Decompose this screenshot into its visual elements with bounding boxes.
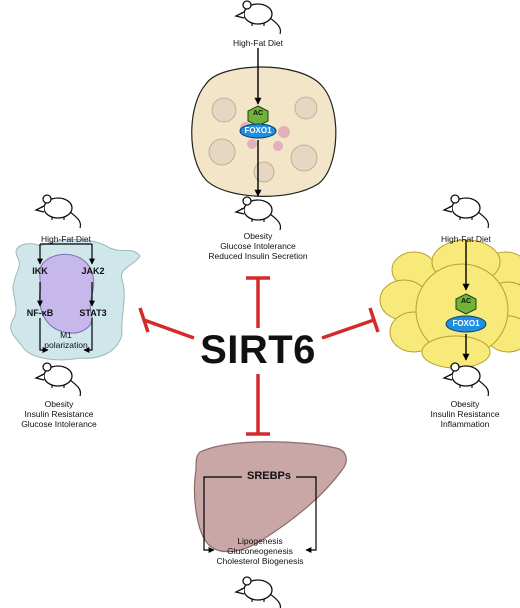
bottom-outcome-2: Gluconeogenesis	[227, 546, 293, 556]
top-outcome-2: Glucose Intolerance	[220, 241, 296, 251]
foxo1-ellipse	[239, 123, 277, 139]
right-outcome-2: Insulin Resistance	[430, 409, 500, 419]
acinar-cluster-left	[208, 96, 318, 183]
top-ac-label: AC	[252, 110, 264, 117]
foxo1-ellipse	[445, 315, 487, 333]
top-panel	[191, 0, 337, 231]
right-outcome-1: Obesity	[450, 399, 480, 409]
left-outcome-3: Glucose Intolerance	[21, 419, 97, 429]
adipocyte-cluster	[379, 239, 520, 369]
left-node-jak2: JAK2	[81, 266, 105, 276]
top-foxo1-label: FOXO1	[244, 126, 272, 135]
top-diet-label: High-Fat Diet	[232, 38, 284, 48]
mouse-icon	[235, 0, 282, 35]
right-foxo1-label: FOXO1	[452, 319, 480, 328]
bottom-panel	[193, 441, 347, 608]
left-node-stat3: STAT3	[79, 308, 107, 318]
top-outcome-1: Obesity	[243, 231, 273, 241]
liver-shape	[193, 441, 347, 553]
mouse-icon	[443, 362, 490, 397]
ac-hexagon-icon	[455, 293, 477, 315]
left-panel	[10, 194, 141, 397]
mouse-icon	[35, 362, 82, 397]
right-panel	[379, 194, 520, 397]
srebps-label: SREBPs	[246, 470, 292, 482]
mouse-icon	[35, 194, 82, 229]
mouse-icon	[443, 194, 490, 229]
left-node-ikk: IKK	[32, 266, 48, 276]
mouse-icon	[235, 576, 282, 608]
inhibition-lines	[138, 276, 380, 436]
left-node-nfkb: NF-κB	[26, 308, 54, 318]
bottom-outcome-3: Cholesterol Biogenesis	[216, 556, 304, 566]
left-polarization-label: polarization	[44, 340, 88, 350]
left-outcome-2: Insulin Resistance	[24, 409, 94, 419]
left-outcome-1: Obesity	[44, 399, 74, 409]
right-outcome-3: Inflammation	[440, 419, 490, 429]
left-m1-label: M1	[60, 330, 72, 340]
left-diet-label: High-Fat Diet	[40, 234, 92, 244]
right-ac-label: AC	[460, 298, 472, 305]
bottom-outcome-1: Lipogenesis	[237, 536, 283, 546]
sirt6-title: SIRT6	[200, 328, 316, 372]
mouse-icon	[235, 196, 282, 231]
right-diet-label: High-Fat Diet	[440, 234, 492, 244]
top-outcome-3: Reduced Insulin Secretion	[208, 251, 308, 261]
